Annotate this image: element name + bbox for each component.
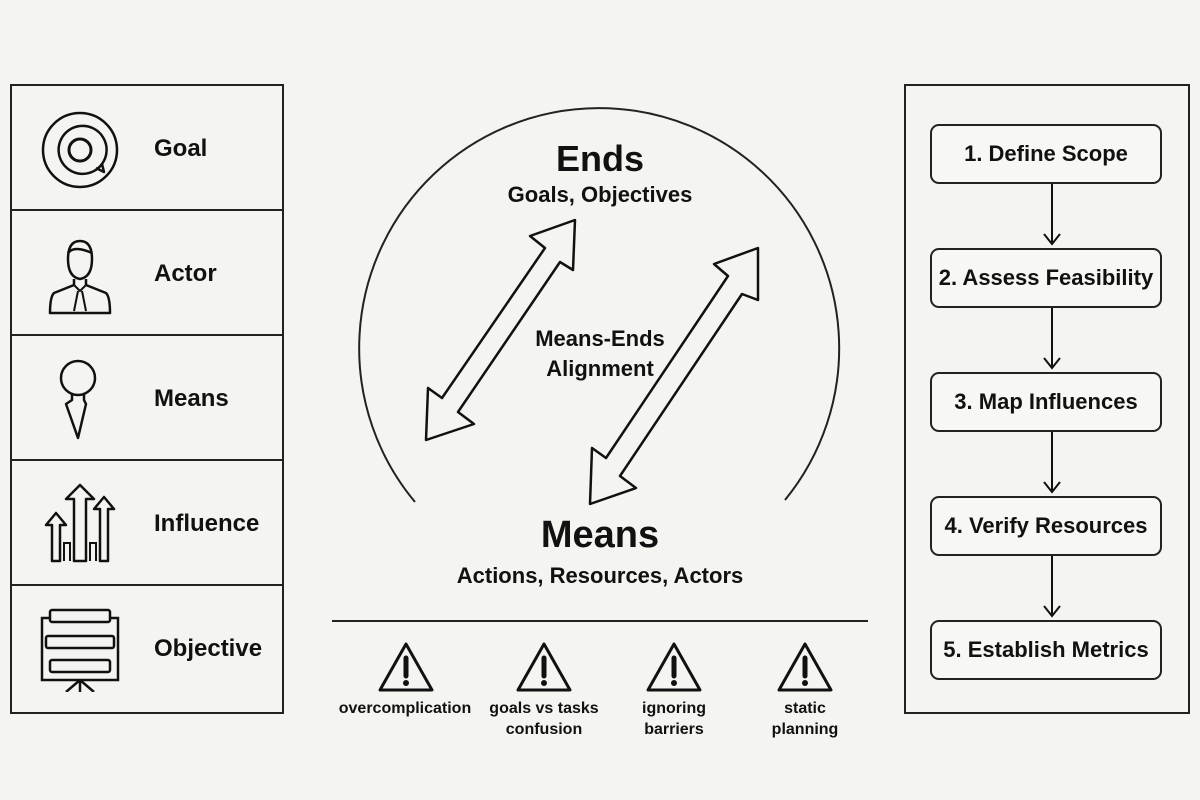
target-icon xyxy=(41,111,119,189)
alignment-label: Means-Ends Alignment xyxy=(500,324,700,384)
step-4: 4. Verify Resources xyxy=(930,496,1162,556)
means-subtitle: Actions, Resources, Actors xyxy=(456,563,744,588)
means-title: Means xyxy=(540,514,660,556)
person-icon xyxy=(48,239,112,315)
step-5: 5. Establish Metrics xyxy=(930,620,1162,680)
warning-icon xyxy=(516,642,572,692)
warning-icon xyxy=(646,642,702,692)
divider xyxy=(332,620,868,622)
double-arrow-left xyxy=(424,218,577,442)
step-3: 3. Map Influences xyxy=(930,372,1162,432)
step-2: 2. Assess Feasibility xyxy=(930,248,1162,308)
arrow-down-icon xyxy=(1043,432,1061,494)
presentation-board-icon xyxy=(40,608,120,692)
means-ends-diagram xyxy=(358,107,841,506)
warning-icon xyxy=(378,642,434,692)
legend-label: Actor xyxy=(154,260,217,287)
legend-label: Influence xyxy=(154,510,260,537)
enclosing-arc xyxy=(358,107,841,503)
alignment-line1: Means-Ends xyxy=(535,326,665,351)
legend-item-goal: Goal xyxy=(12,86,282,211)
legend-label: Means xyxy=(154,385,229,412)
arrow-down-icon xyxy=(1043,184,1061,246)
ends-subtitle: Goals, Objectives xyxy=(507,182,693,207)
process-steps-panel: 1. Define Scope 2. Assess Feasibility 3.… xyxy=(904,84,1190,714)
legend-item-means: Means xyxy=(12,336,282,461)
legend-item-influence: Influence xyxy=(12,461,282,586)
pitfall-overcomplication: overcomplication xyxy=(338,700,472,717)
rising-arrows-icon xyxy=(44,483,116,563)
warning-icon xyxy=(777,642,833,692)
ends-title: Ends xyxy=(555,138,644,179)
legend-label: Objective xyxy=(154,635,263,662)
arrow-down-icon xyxy=(1043,308,1061,370)
alignment-line2: Alignment xyxy=(546,356,654,381)
step-1: 1. Define Scope xyxy=(930,124,1162,184)
pin-icon xyxy=(59,359,97,440)
legend-item-objective: Objective xyxy=(12,586,282,711)
arrow-down-icon xyxy=(1043,556,1061,618)
legend-panel: Goal Actor Means Influence xyxy=(10,84,284,714)
legend-item-actor: Actor xyxy=(12,211,282,336)
legend-label: Goal xyxy=(154,135,208,162)
double-arrow-right xyxy=(588,246,760,506)
